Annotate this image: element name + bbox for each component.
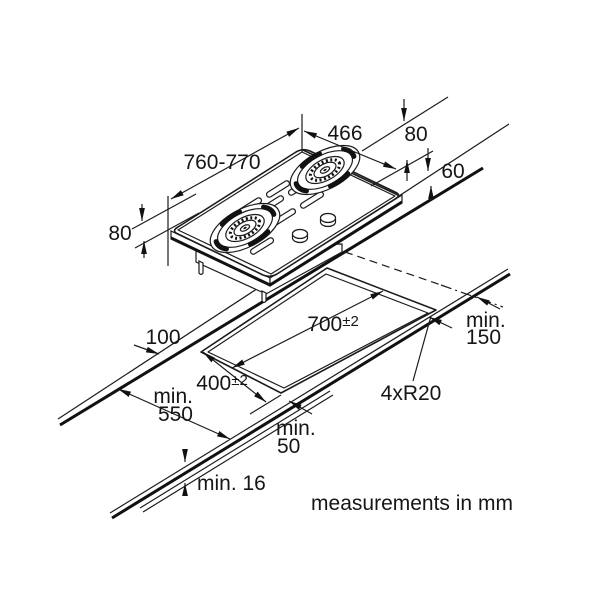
label-burner-span: 466: [327, 122, 362, 145]
label-hob-width: 760-770: [183, 151, 260, 174]
dim-line-worktop-depth: [117, 388, 231, 440]
worktop-underside-edge-2: [142, 394, 334, 513]
worktop-front-edge: [111, 272, 511, 520]
dim-line-cutout-width: [202, 351, 267, 403]
ext-line-466-right: [370, 150, 434, 187]
control-knob-right: [319, 212, 337, 228]
label-corner-radius: 4xR20: [381, 382, 442, 405]
ext-line-400-lower: [249, 394, 282, 415]
label-rear-clearance-1: min.: [466, 309, 506, 332]
hob-foot-left: [198, 260, 204, 276]
label-rear-clearance-2: 150: [466, 326, 501, 349]
dimension-lines: [117, 99, 501, 496]
hob-foot-right: [261, 290, 267, 304]
label-worktop-thickness: min. 16: [197, 472, 266, 495]
dim-line-466: [303, 130, 397, 170]
dimension-labels: 760-770 466 80 60 80 100 700±2 400±2 4xR…: [108, 122, 513, 515]
hob: [170, 144, 403, 304]
worktop-front-edge-thin: [109, 268, 509, 514]
arrow-min50: [288, 400, 313, 415]
ext-line-80-left-upper: [131, 193, 197, 230]
footnote: measurements in mm: [311, 492, 513, 515]
label-edge-gap-top: 80: [404, 123, 427, 146]
worktop: [57, 123, 511, 520]
burner-left: [209, 202, 281, 254]
vent-slot: [299, 191, 325, 209]
leader-corner-radius: [412, 315, 432, 382]
label-cutout-width: 400±2: [196, 372, 248, 395]
label-side-clearance: 100: [145, 326, 180, 349]
label-cutout-length: 700±2: [307, 313, 359, 336]
arrow-min150-outer: [476, 296, 501, 310]
label-worktop-depth-1: min.: [153, 385, 193, 408]
arrow-min150-inner: [428, 316, 453, 329]
projection-dashed-line: [344, 251, 442, 286]
control-knob-left: [291, 228, 309, 244]
hob-shadow-edge: [170, 200, 403, 287]
label-front-clearance-2: 50: [277, 435, 300, 458]
vent-slot: [249, 237, 275, 255]
label-worktop-depth-2: 550: [158, 403, 193, 426]
dim-line-hob-width: [170, 127, 300, 200]
projection-dashdot-line: [440, 284, 504, 308]
worktop-underside-edge-1: [139, 390, 331, 509]
label-edge-gap-left: 80: [108, 222, 131, 245]
label-rear-gap: 60: [441, 160, 464, 183]
arrow-100: [133, 344, 160, 355]
label-front-clearance-1: min.: [276, 417, 316, 440]
